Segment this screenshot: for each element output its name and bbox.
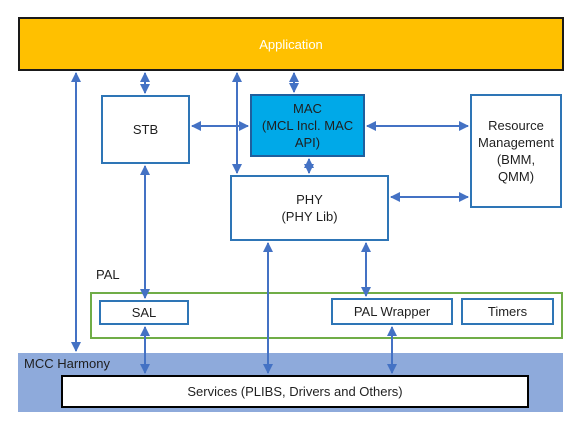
mac-label: MAC (MCL Incl. MAC API) <box>261 101 354 150</box>
pal-group <box>90 292 563 339</box>
resource-management-label: Resource Management (BMM, QMM) <box>478 118 554 184</box>
timers-label: Timers <box>487 304 528 319</box>
services-label: Services (PLIBS, Drivers and Others) <box>187 384 403 399</box>
pal-label: PAL <box>96 267 120 282</box>
stb-label: STB <box>132 122 159 137</box>
application-block: Application <box>18 17 564 71</box>
mac-block: MAC (MCL Incl. MAC API) <box>250 94 365 157</box>
mcc-harmony-label: MCC Harmony <box>24 356 110 371</box>
timers-block: Timers <box>461 298 554 325</box>
pal-wrapper-label: PAL Wrapper <box>353 304 431 319</box>
stb-block: STB <box>101 95 190 164</box>
resource-management-block: Resource Management (BMM, QMM) <box>470 94 562 208</box>
pal-wrapper-block: PAL Wrapper <box>331 298 453 325</box>
sal-block: SAL <box>99 300 189 325</box>
sal-label: SAL <box>131 305 157 320</box>
services-block: Services (PLIBS, Drivers and Others) <box>61 375 529 408</box>
phy-label: PHY (PHY Lib) <box>281 192 338 224</box>
application-label: Application <box>259 36 323 52</box>
phy-block: PHY (PHY Lib) <box>230 175 389 241</box>
